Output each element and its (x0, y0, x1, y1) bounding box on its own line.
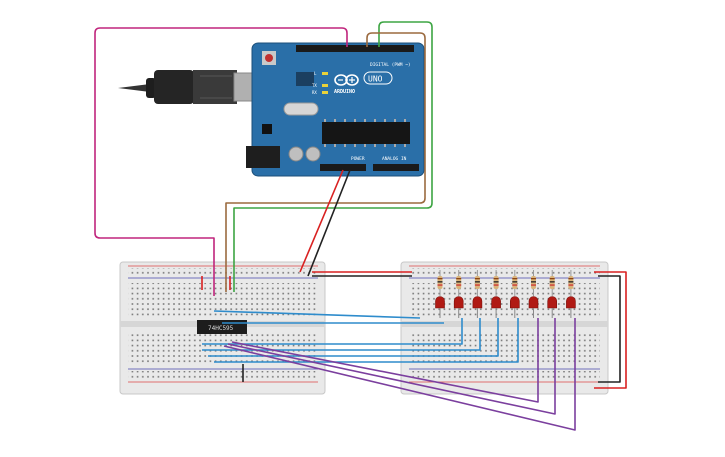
analog-header (373, 164, 419, 171)
wire-green (233, 21, 433, 292)
wire-red-right-loop (594, 271, 627, 389)
usb-cable (118, 70, 263, 104)
arduino-logo (334, 74, 359, 86)
wire-blue-4 (202, 318, 481, 351)
led-label-l: L (314, 71, 317, 76)
led (566, 296, 576, 309)
led-label-rx: RX (312, 90, 317, 95)
wire-red-5v (299, 169, 344, 273)
digital-header (296, 45, 414, 52)
wire-blue-1 (213, 310, 421, 319)
wire-purple-3 (223, 318, 576, 431)
led-label-tx: TX (312, 83, 317, 88)
shift-register-chip: 74HC595 (197, 320, 247, 334)
led (491, 296, 501, 309)
wire-magenta (94, 27, 348, 296)
analog-label: ANALOG IN (382, 156, 407, 162)
reset-button[interactable] (265, 54, 273, 62)
wire-brown (225, 32, 426, 292)
led (528, 296, 539, 309)
digital-header-label: DIGITAL (PWM ~) (370, 62, 411, 68)
power-label: POWER (351, 156, 365, 162)
wire-blue-3 (202, 318, 463, 345)
wire-black-right-loop (598, 275, 621, 383)
power-jack (246, 146, 280, 168)
led (453, 296, 464, 309)
led (472, 296, 483, 309)
arduino-model: UNO (368, 75, 383, 84)
led-array (435, 270, 576, 318)
wire-black-gnd (307, 169, 351, 277)
atmega-chip (322, 122, 410, 144)
led (435, 296, 445, 309)
arduino-brand: ARDUINO (334, 89, 355, 95)
wire-purple-1 (231, 318, 539, 403)
chip-label: 74HC595 (208, 325, 234, 332)
led (547, 296, 557, 309)
wire-purple-2 (227, 318, 556, 415)
power-header (320, 164, 366, 171)
led (510, 296, 520, 309)
breadboard-right (400, 261, 609, 395)
arduino-uno-board: L TX RX ARDUINO UNO DIGITAL (PWM ~) POWE… (246, 42, 425, 177)
